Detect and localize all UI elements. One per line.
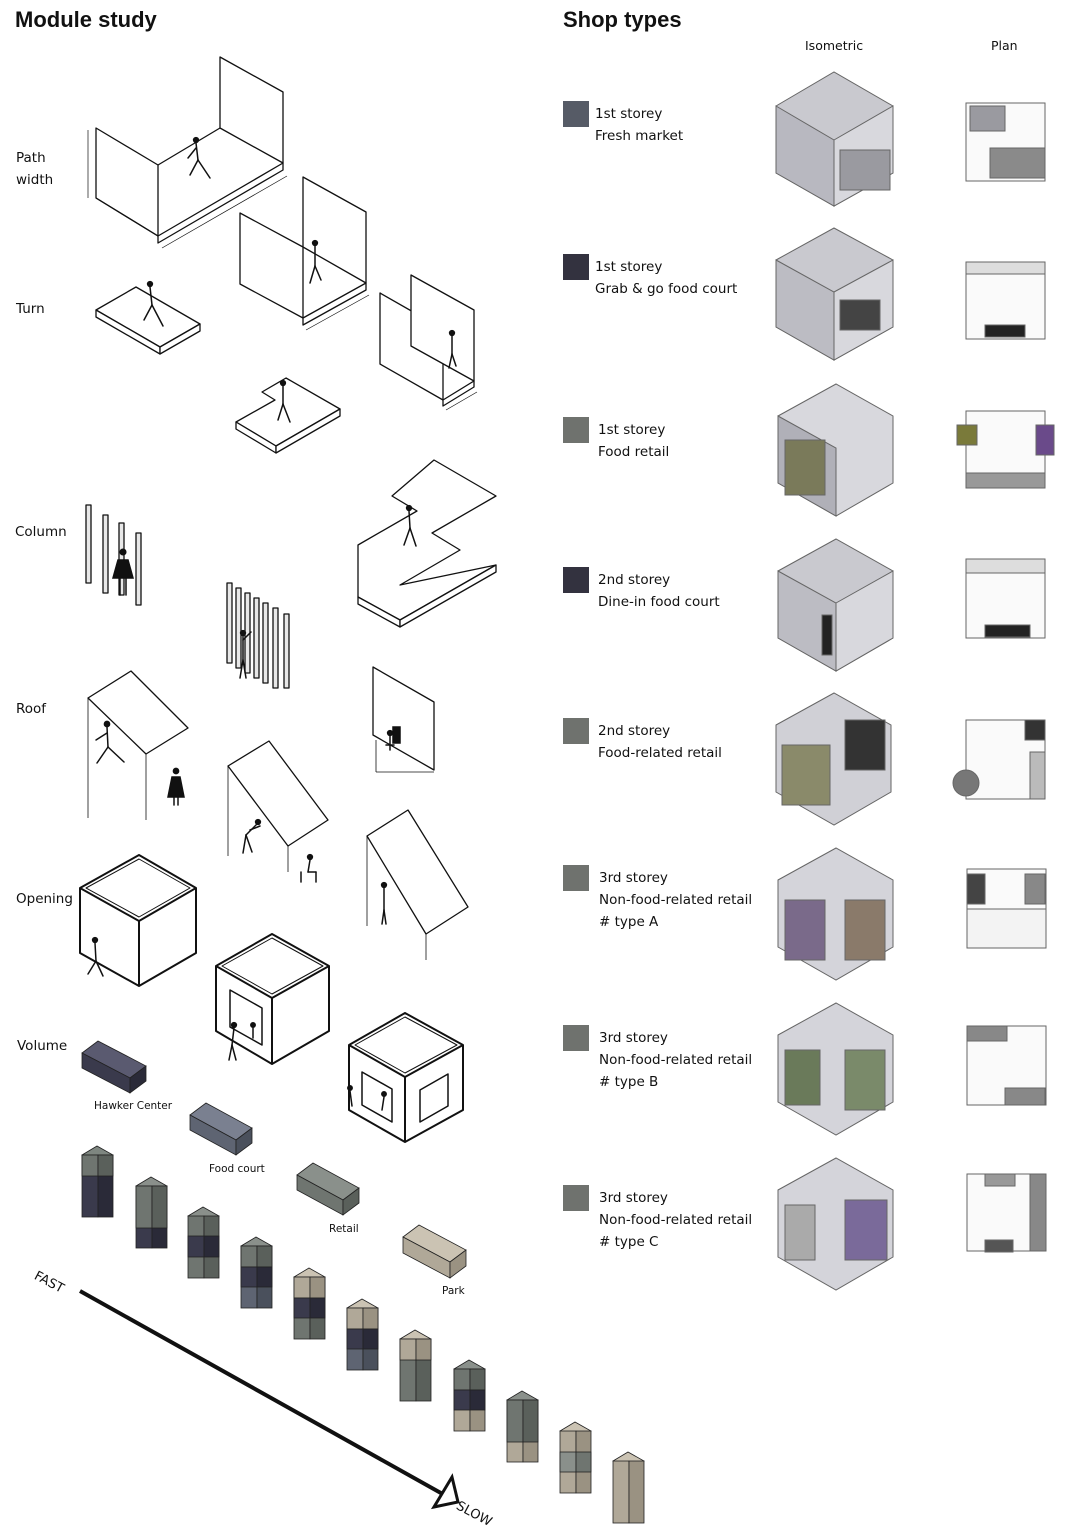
color-swatch: [563, 718, 589, 744]
volume-label-retail: Retail: [329, 1223, 359, 1235]
isometric-column-header: Isometric: [805, 38, 864, 53]
tower-7: [399, 1329, 432, 1402]
opening-cube-window: [215, 933, 330, 1065]
volume-hawker-center: [81, 1040, 147, 1094]
iso-non-food-a: [777, 847, 894, 981]
plan-food-retail: [956, 410, 1055, 489]
tower-9: [506, 1390, 539, 1463]
plan-column-header: Plan: [991, 38, 1018, 53]
plan-non-food-c: [966, 1173, 1047, 1253]
plan-non-food-a: [966, 868, 1047, 949]
tower-5: [293, 1267, 326, 1340]
figure-walking: [277, 379, 291, 423]
roof-plane-low: [87, 670, 189, 820]
figure-standing: [167, 767, 185, 806]
wall-panel: [372, 666, 435, 773]
figure-standing: [239, 629, 252, 679]
turn-slab-l-shape: [235, 377, 341, 454]
figure-standing: [380, 881, 388, 925]
row-label-volume: Volume: [17, 1038, 68, 1054]
figure-at-wall: [385, 726, 401, 751]
color-swatch: [563, 101, 589, 127]
color-swatch: [563, 567, 589, 593]
iso-grab-go: [775, 227, 894, 361]
volume-label-hawker-center: Hawker Center: [94, 1100, 173, 1112]
tower-3: [187, 1206, 220, 1279]
module-study-title: Module study: [15, 7, 157, 32]
column-group-dense: [226, 582, 290, 689]
row-label-path-width: Path width: [16, 150, 54, 188]
row-label-turn: Turn: [16, 301, 45, 317]
figure-at-window: [228, 1021, 256, 1061]
tower-2: [135, 1176, 168, 1249]
opening-cube-full: [79, 854, 197, 987]
column-group-sparse: [85, 504, 142, 606]
figure-walking: [95, 720, 125, 764]
volume-label-park: Park: [442, 1285, 465, 1297]
volume-retail: [296, 1162, 360, 1216]
shop-plans: [952, 102, 1055, 1253]
figure-at-window: [347, 1085, 387, 1111]
plan-dine-in: [965, 558, 1046, 639]
iso-food-related-retail: [775, 692, 892, 826]
tower-11: [612, 1451, 645, 1524]
iso-food-retail: [777, 383, 894, 517]
path-width-module-medium: [239, 176, 370, 331]
figure-walking: [87, 936, 104, 977]
plan-fresh-market: [965, 102, 1046, 182]
roof-plane-steep: [366, 809, 469, 960]
plan-food-related: [952, 719, 1046, 800]
path-width-module-narrow: [379, 274, 478, 411]
plan-non-food-b: [966, 1025, 1047, 1106]
tower-1: [81, 1145, 114, 1218]
row-label-opening: Opening: [16, 891, 73, 907]
volume-label-food-court: Food court: [209, 1163, 265, 1175]
row-label-roof: Roof: [16, 701, 47, 717]
turn-slab-straight: [95, 286, 201, 355]
figure-walking: [448, 329, 457, 369]
figure-walking: [403, 504, 417, 547]
color-swatch: [563, 1185, 589, 1211]
figure-standing: [112, 548, 134, 596]
tower-8: [453, 1359, 486, 1432]
iso-non-food-b: [777, 1002, 894, 1136]
color-swatch: [563, 254, 589, 280]
turn-slab-zigzag: [357, 459, 497, 628]
figure-walking: [309, 239, 322, 284]
row-label-column: Column: [15, 524, 67, 540]
roof-plane-mid: [227, 740, 329, 872]
color-swatch: [563, 417, 589, 443]
figure-walking: [143, 280, 164, 327]
tower-6: [346, 1298, 379, 1371]
plan-grab-go: [965, 261, 1046, 340]
iso-dine-in: [777, 538, 894, 672]
color-swatch: [563, 865, 589, 891]
stacked-towers: [81, 1145, 645, 1524]
tower-10: [559, 1421, 592, 1494]
volume-blocks: [81, 1040, 467, 1279]
shop-isometrics: [775, 71, 894, 1291]
volume-food-court: [189, 1102, 253, 1156]
iso-non-food-c: [777, 1157, 894, 1291]
figure-sitting: [300, 853, 317, 883]
path-width-module-large: [87, 56, 288, 249]
color-swatch: [563, 1025, 589, 1051]
volume-park: [402, 1224, 467, 1279]
figure-walking: [187, 136, 211, 179]
human-figures: [87, 136, 457, 1111]
shop-types-title: Shop types: [563, 7, 682, 32]
iso-fresh-market: [775, 71, 894, 207]
tower-4: [240, 1236, 273, 1309]
speed-arrow: [79, 1289, 460, 1510]
figure-leaning: [242, 818, 262, 854]
opening-cube-double-window: [348, 1012, 464, 1143]
